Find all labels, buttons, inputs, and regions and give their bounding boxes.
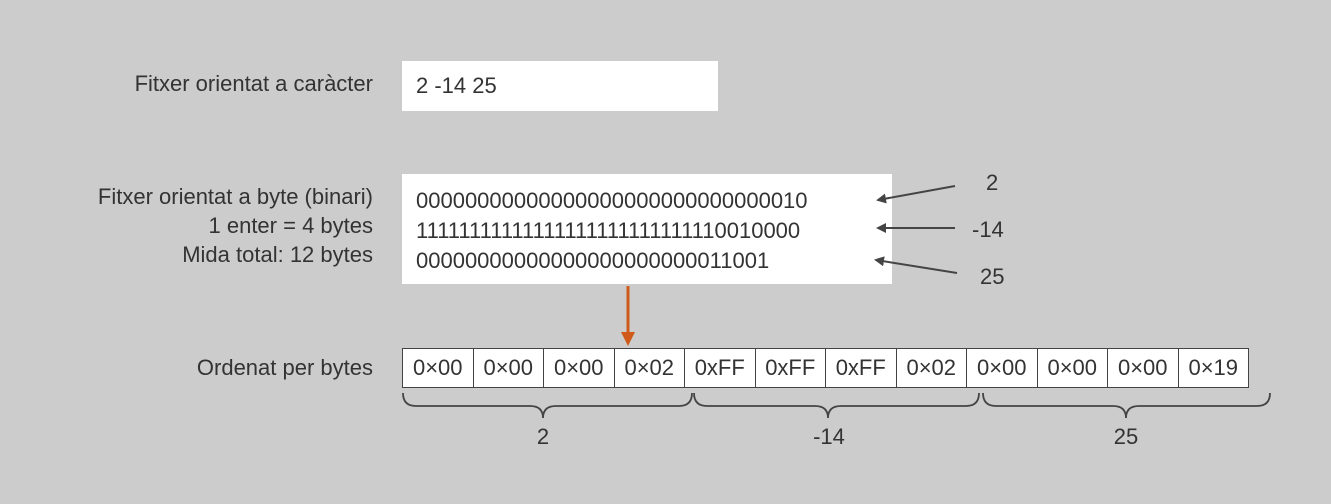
group-brace (693, 392, 980, 419)
ordered-label: Ordenat per bytes (196, 355, 373, 380)
group-value: 2 (536, 424, 550, 449)
binary-line: 00000000000000000000000000000010 (416, 188, 808, 213)
side-value: 25 (980, 264, 1005, 289)
byte-cell: 0xFF (755, 348, 826, 388)
group-value: 25 (1113, 424, 1139, 449)
byte-cell: 0×19 (1178, 348, 1249, 388)
byte-cell: 0×00 (403, 348, 474, 388)
byte-cell: 0×00 (544, 348, 615, 388)
group-brace (982, 392, 1271, 419)
byte-cell: 0×02 (614, 348, 685, 388)
byte-cell: 0xFF (685, 348, 756, 388)
side-value: 2 (986, 170, 999, 195)
binary-line: 11111111111111111111111111110010000 (416, 218, 801, 243)
byte-file-title: Fitxer orientat a byte (binari) (97, 184, 373, 209)
down-arrow-head (621, 332, 635, 346)
char-file-label: Fitxer orientat a caràcter (134, 71, 373, 96)
group-value: -14 (813, 424, 845, 449)
byte-cell: 0xFF (826, 348, 897, 388)
binary-file-box: 00000000000000000000000000000010 1111111… (402, 174, 892, 284)
char-file-box: 2 -14 25 (402, 61, 718, 111)
byte-file-int-size: 1 enter = 4 bytes (208, 213, 374, 238)
binary-line: 00000000000000000000000011001 (416, 248, 770, 273)
char-file-content: 2 -14 25 (416, 73, 497, 98)
side-arrow (874, 256, 958, 274)
byte-file-label: Fitxer orientat a byte (binari) 1 enter … (98, 182, 373, 269)
group-brace (402, 392, 693, 419)
byte-cells-row: 0×00 0×00 0×00 0×02 0xFF 0xFF 0xFF 0×02 … (402, 348, 1249, 388)
side-arrow (876, 185, 956, 204)
byte-cell: 0×00 (1108, 348, 1179, 388)
byte-cell: 0×02 (896, 348, 967, 388)
byte-cell: 0×00 (1037, 348, 1108, 388)
side-value: -14 (972, 217, 1004, 242)
byte-cell: 0×00 (473, 348, 544, 388)
byte-file-total-size: Mida total: 12 bytes (182, 242, 373, 267)
byte-cell: 0×00 (967, 348, 1038, 388)
